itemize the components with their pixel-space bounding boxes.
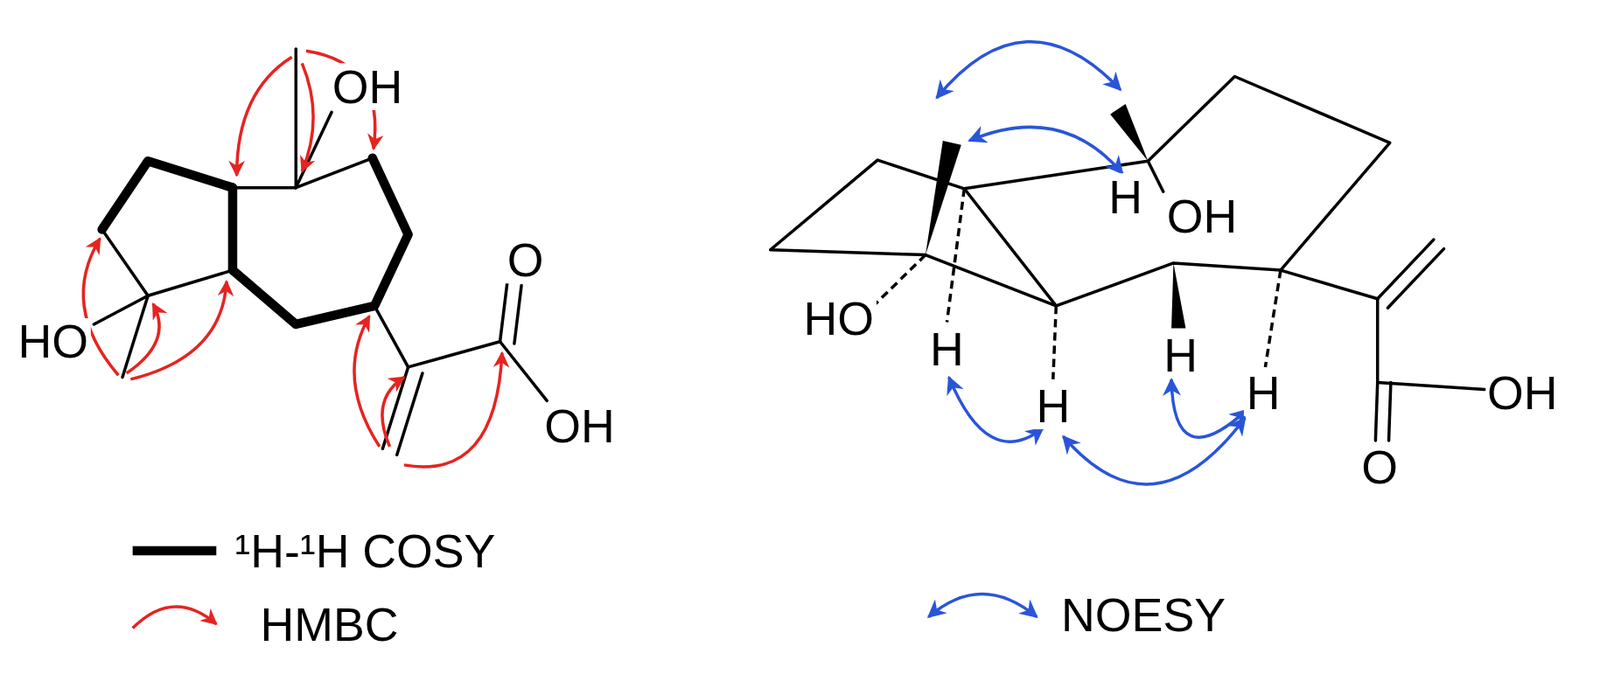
atom-label: O — [1359, 443, 1400, 491]
atom-label: OH — [329, 62, 405, 111]
atom-label: H — [1161, 331, 1200, 379]
legend-text: HMBC — [259, 600, 399, 649]
atom-label: OH — [1165, 192, 1240, 240]
atom-label: H — [1034, 382, 1072, 430]
cosy-sample — [132, 546, 217, 556]
atom-label: O — [505, 237, 546, 285]
noesy-sample — [928, 593, 1037, 617]
atom-label: HO — [801, 294, 876, 343]
atom-label: HO — [15, 318, 91, 366]
noesy-arrows — [936, 41, 1248, 485]
atom-label: OH — [542, 403, 617, 451]
atom-label: H — [1243, 369, 1282, 417]
atom-label: OH — [1485, 369, 1560, 417]
thin-bonds — [93, 48, 547, 455]
hmbc-arrows — [83, 50, 503, 468]
atom-label: H — [928, 325, 966, 373]
legend-text: NOESY — [1061, 592, 1226, 640]
atom-label: H — [1106, 173, 1145, 221]
hmbc-sample — [132, 607, 217, 629]
wedge-bonds — [925, 104, 1186, 329]
skeleton-bonds — [770, 76, 1486, 441]
cosy-bonds — [102, 158, 409, 325]
legend-text: ¹H-¹H COSY — [234, 527, 496, 575]
